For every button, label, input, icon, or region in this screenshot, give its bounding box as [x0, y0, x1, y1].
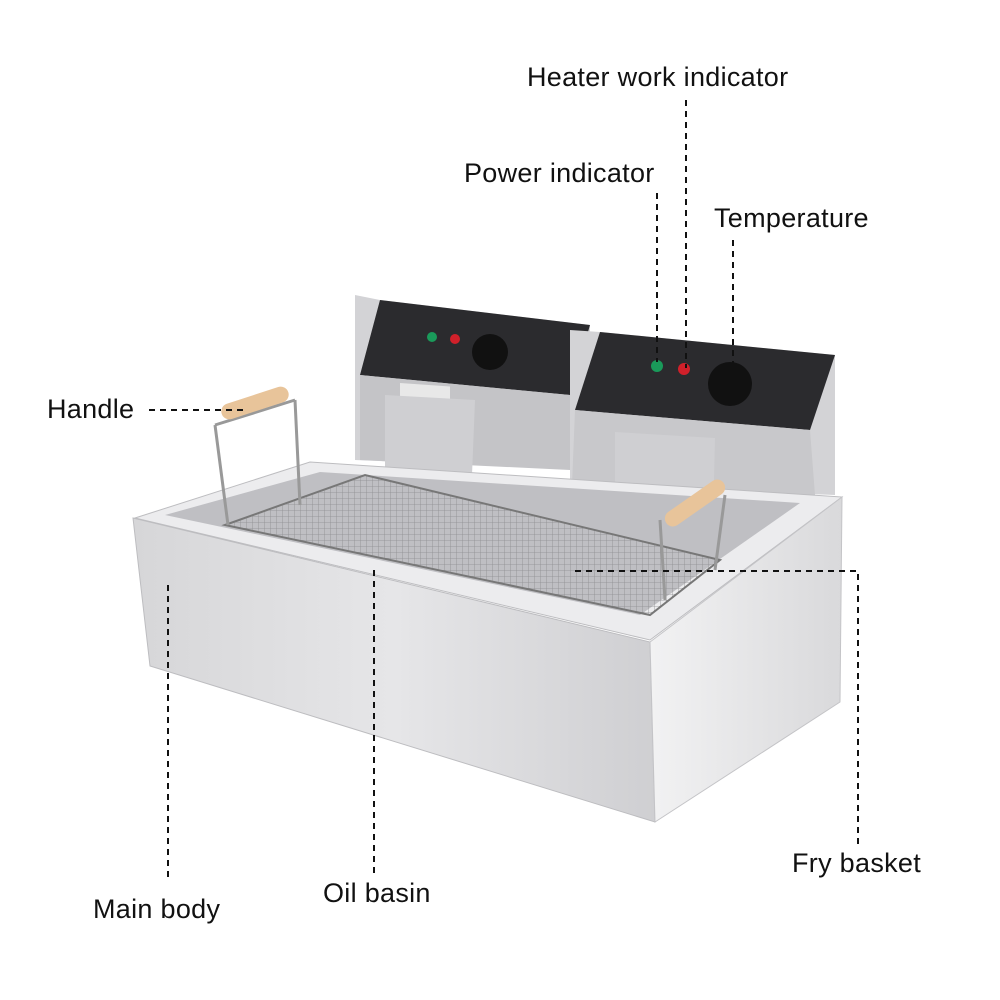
label-heater-work-indicator: Heater work indicator [527, 62, 789, 92]
temperature-knob-right[interactable] [708, 362, 752, 406]
label-temperature: Temperature [714, 203, 869, 233]
label-power-indicator: Power indicator [464, 158, 655, 188]
handle-left[interactable] [219, 385, 291, 422]
heater-light-left [450, 334, 460, 344]
temperature-knob-left[interactable] [472, 334, 508, 370]
label-handle: Handle [47, 394, 135, 424]
power-light-left [427, 332, 437, 342]
handle-right[interactable] [662, 476, 729, 529]
power-light-right [651, 360, 663, 372]
leader-lines [149, 100, 859, 882]
label-fry-basket: Fry basket [792, 848, 922, 878]
heater-light-right [678, 363, 690, 375]
fry-basket [221, 473, 723, 617]
label-oil-basin: Oil basin [323, 878, 431, 908]
label-main-body: Main body [93, 894, 221, 924]
